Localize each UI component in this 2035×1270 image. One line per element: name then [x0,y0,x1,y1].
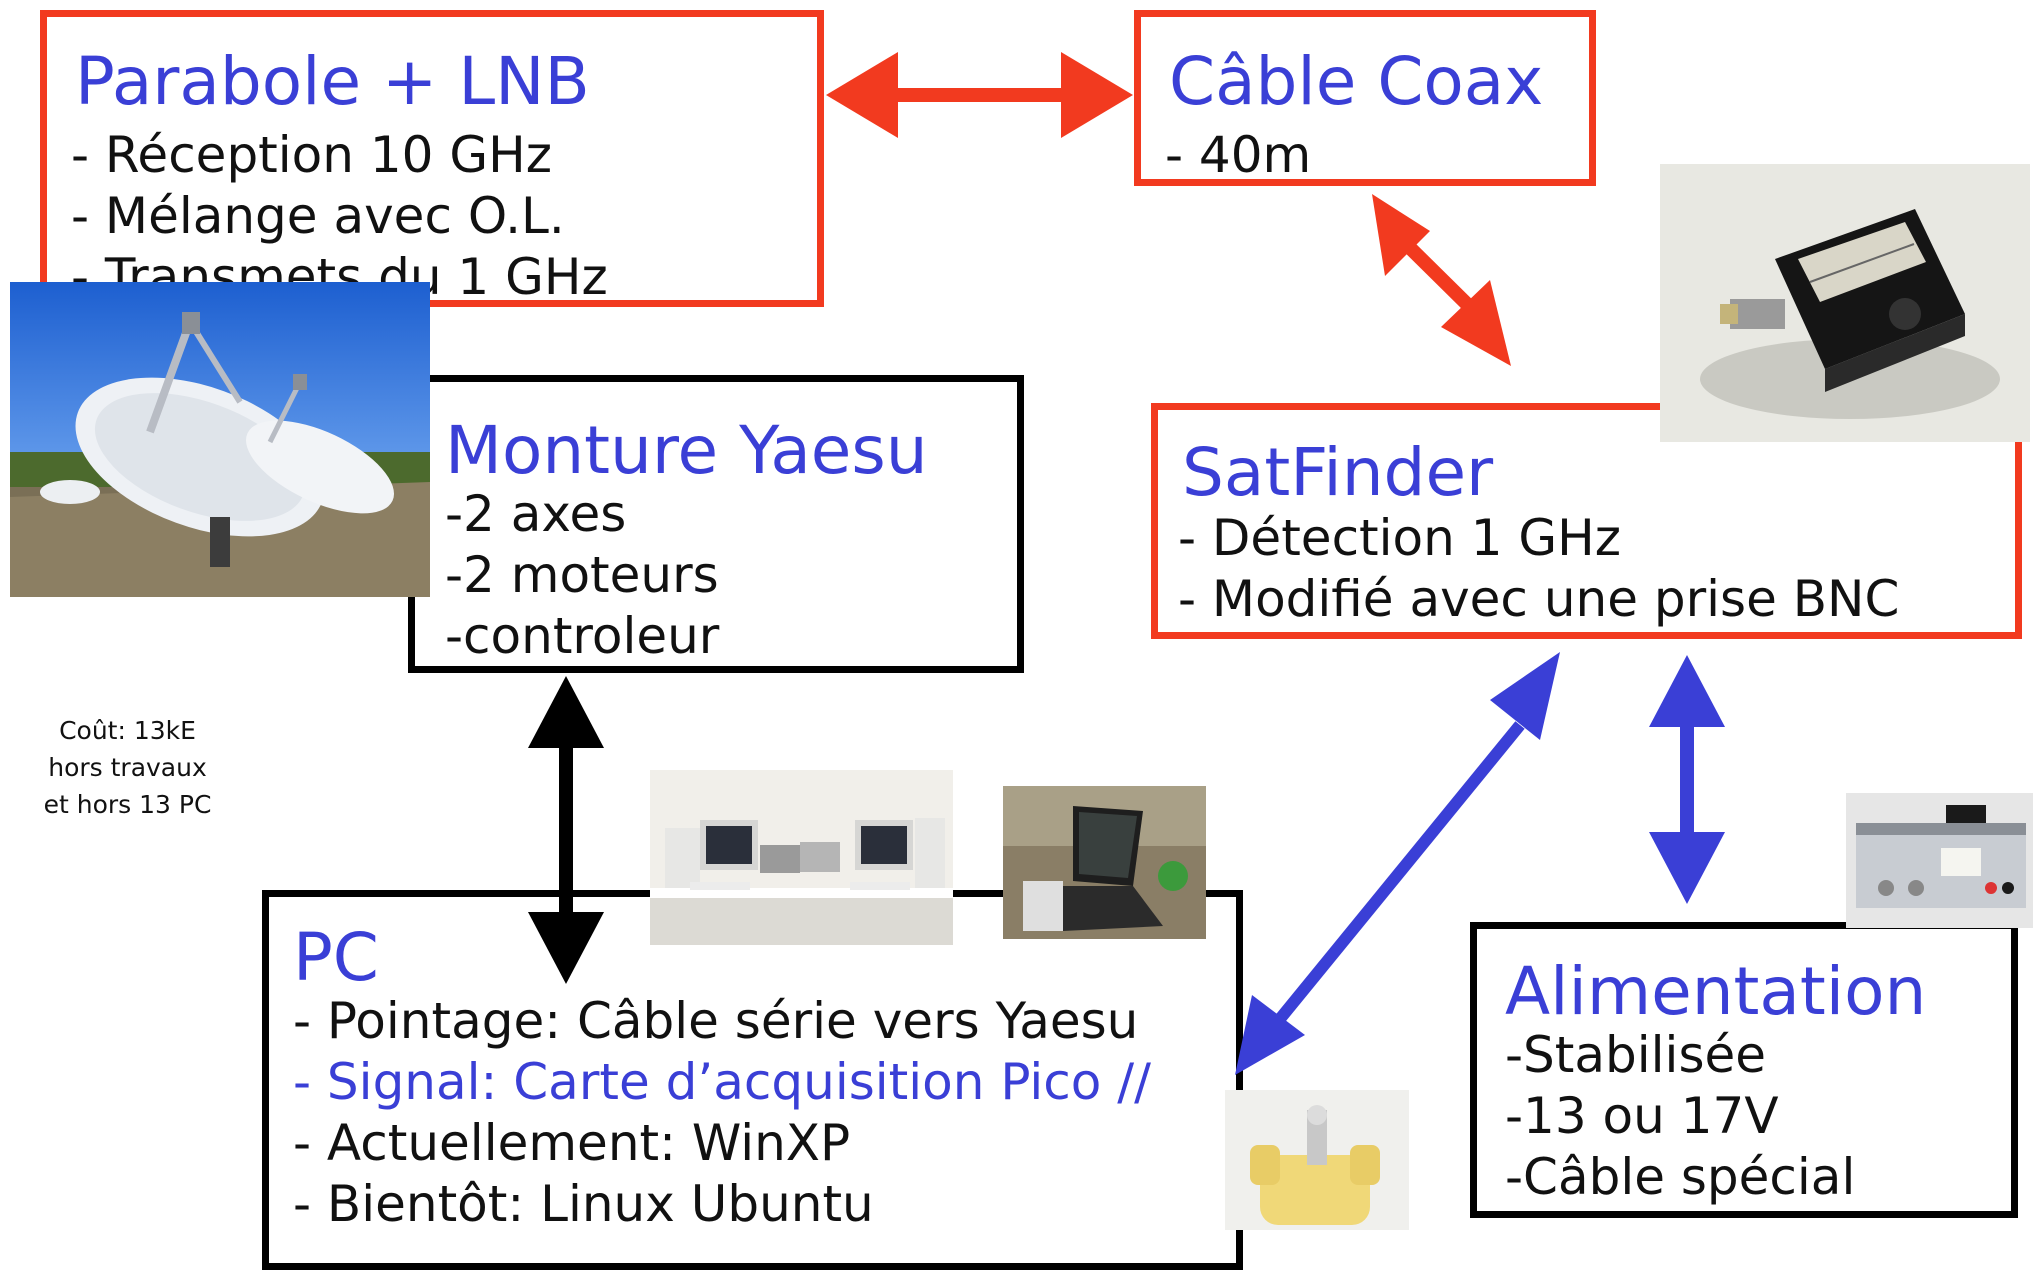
alimentation-line-2: -13 ou 17V [1505,1087,1779,1145]
satfinder-line-2: - Modifié avec une prise BNC [1178,570,1900,628]
parabole-lnb-title: Parabole + LNB [75,43,590,120]
power-supply-photo [1846,793,2033,928]
parabole-line-1: - Réception 10 GHz [71,126,552,184]
cost-line-3: et hors 13 PC [43,790,212,819]
monture-yaesu-box: Monture Yaesu -2 axes -2 moteurs -contro… [408,375,1024,673]
satfinder-line-1: - Détection 1 GHz [1178,509,1622,567]
arrow-monture-pc [528,676,604,984]
alimentation-box: Alimentation -Stabilisée -13 ou 17V -Câb… [1470,922,2018,1218]
coax-title: Câble Coax [1169,43,1544,120]
coax-line-1: - 40m [1165,126,1312,184]
satfinder-box: SatFinder - Détection 1 GHz - Modifié av… [1151,403,2022,639]
pc-line-4: - Bientôt: Linux Ubuntu [293,1175,874,1233]
parabole-lnb-box: Parabole + LNB - Réception 10 GHz - Méla… [40,10,824,307]
computer-lab-photo [650,770,953,945]
alimentation-title: Alimentation [1505,953,1927,1030]
satellite-finder-device-photo [1660,164,2030,442]
monture-yaesu-title: Monture Yaesu [445,412,928,489]
laptop-photo [1003,786,1206,939]
alimentation-line-3: -Câble spécial [1505,1148,1856,1206]
coax-box: Câble Coax - 40m [1134,10,1596,186]
cost-line-1: Coût: 13kE [59,716,196,745]
monture-line-1: -2 axes [445,485,627,543]
arrow-satfinder-alimentation [1649,655,1725,904]
arrow-satfinder-pico [1235,652,1560,1075]
monture-line-2: -2 moteurs [445,546,719,604]
arrow-coax-satfinder [1372,194,1511,366]
alimentation-line-1: -Stabilisée [1505,1026,1767,1084]
arrow-parabole-coax [826,52,1133,138]
monture-line-3: -controleur [445,607,720,665]
pc-title: PC [293,919,379,996]
pico-adapter-photo [1225,1090,1409,1230]
pc-line-2: - Signal: Carte d’acquisition Pico // [293,1053,1151,1111]
pc-line-1: - Pointage: Câble série vers Yaesu [293,992,1139,1050]
pc-line-3: - Actuellement: WinXP [293,1114,851,1172]
cost-note: Coût: 13kE hors travaux et hors 13 PC [20,712,235,823]
satfinder-title: SatFinder [1182,434,1494,511]
connector-arrows [528,52,1725,1075]
satellite-dishes-photo [10,282,430,597]
cost-line-2: hors travaux [48,753,207,782]
parabole-line-2: - Mélange avec O.L. [71,187,565,245]
